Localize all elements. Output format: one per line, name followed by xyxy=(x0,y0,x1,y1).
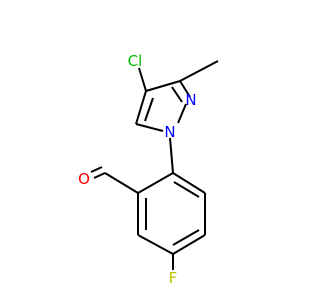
molecule-structure: Cl N N O F xyxy=(78,52,219,287)
bond-c1-c6-inner xyxy=(173,181,200,198)
bond-c2-cho xyxy=(104,172,139,194)
bond-c4-c5-inner xyxy=(172,229,200,246)
atom-nitrogen-attached: N xyxy=(164,123,175,141)
bond-c-o-1 xyxy=(93,172,106,179)
bond-c4-c3 xyxy=(145,80,181,92)
atom-oxygen: O xyxy=(78,170,90,188)
bond-c4-cl xyxy=(138,67,147,92)
molecule-canvas: Cl N N O F xyxy=(78,52,219,287)
bond-c3-n2 xyxy=(179,80,191,98)
bond-c4-c5-inner xyxy=(144,97,154,122)
bond-c4-c5 xyxy=(172,234,206,255)
atom-fluorine: F xyxy=(169,269,178,287)
bond-c5-n1 xyxy=(135,123,164,132)
atom-chlorine: Cl xyxy=(128,52,143,70)
bond-c3-n2-inner xyxy=(171,86,183,103)
bond-c1-c6 xyxy=(172,172,206,194)
bond-c1-c2 xyxy=(137,172,174,194)
bond-c3-methyl xyxy=(179,60,219,82)
bond-n1-c1 xyxy=(169,137,174,174)
bond-c3-c4 xyxy=(137,234,174,255)
bond-c4-c5 xyxy=(135,90,147,125)
bond-n1-n2 xyxy=(177,103,187,124)
bond-c-o-2 xyxy=(90,166,103,173)
atom-nitrogen-pyrazole: N xyxy=(185,91,196,109)
